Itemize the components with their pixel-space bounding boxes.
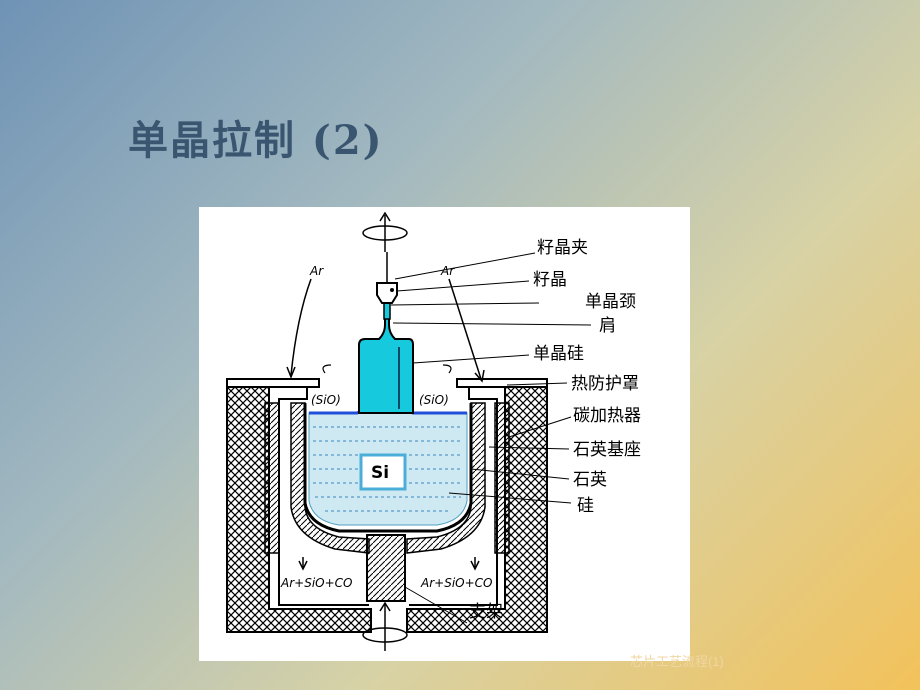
- label-seed-chuck: 籽晶夹: [537, 238, 588, 258]
- exhaust-right-label: Ar+SiO+CO: [420, 576, 492, 590]
- chamber-inner-left: [269, 386, 369, 606]
- leader-lines: [390, 252, 592, 624]
- melt-si-box: [359, 453, 407, 491]
- top-rotation-arrow-icon: [362, 211, 408, 252]
- quartz-crucible: [303, 403, 473, 533]
- label-shoulder: 肩: [599, 316, 616, 336]
- bottom-rotation-arrow-icon: [362, 601, 408, 651]
- diagram-svg: Si Ar Ar (SiO) (SiO) Ar+SiO+CO Ar+SiO+CO: [226, 211, 641, 651]
- label-single-crystal: 单晶硅: [533, 344, 584, 364]
- page-title: 单晶拉制 (2): [128, 117, 384, 164]
- chamber-inner-right: [409, 386, 505, 606]
- support-shaft: [366, 534, 406, 602]
- label-silicon: 硅: [577, 496, 594, 516]
- label-carbon-heater: 碳加热器: [573, 406, 641, 426]
- seed-chuck: [376, 282, 398, 304]
- crystal-puller-diagram: Si Ar Ar (SiO) (SiO) Ar+SiO+CO Ar+SiO+CO: [199, 207, 690, 661]
- label-quartz-base: 石英基座: [573, 440, 641, 460]
- single-crystal-ingot: [358, 316, 414, 414]
- label-heat-shield: 热防护罩: [571, 374, 639, 394]
- label-support: 支架: [469, 602, 503, 622]
- slide-footer: 芯片工艺流程(1): [630, 654, 724, 669]
- label-quartz-crucible: 石英: [573, 470, 607, 490]
- ar-left-label: Ar: [309, 264, 324, 278]
- melt-si-label: Si: [371, 463, 389, 483]
- carbon-heater-left: [264, 402, 280, 554]
- ar-inlet-right-arrow: [448, 278, 482, 380]
- label-neck: 单晶颈: [585, 292, 636, 312]
- ar-inlet-left-arrow: [290, 278, 312, 376]
- heat-shield-top-right: [456, 378, 548, 388]
- carbon-heater-right: [494, 402, 510, 554]
- heat-shield-top-left: [226, 378, 320, 388]
- ar-right-label: Ar: [440, 264, 455, 278]
- sio-right-label: (SiO): [419, 393, 449, 407]
- quartz-susceptor-right: [406, 402, 486, 554]
- exhaust-left-label: Ar+SiO+CO: [280, 576, 352, 590]
- label-seed: 籽晶: [533, 270, 567, 290]
- sio-left-label: (SiO): [311, 393, 341, 407]
